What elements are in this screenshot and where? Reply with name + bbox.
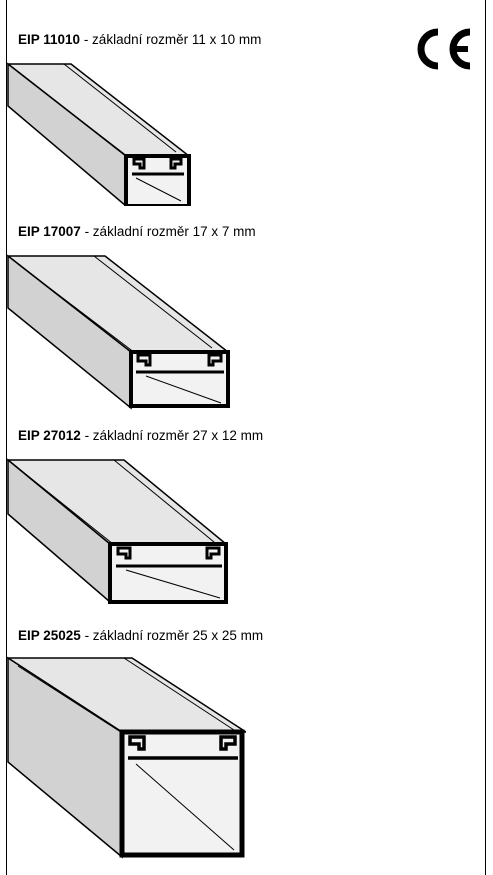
ce-mark-icon bbox=[417, 28, 471, 70]
product-description: - základní rozměr 25 x 25 mm bbox=[80, 628, 264, 643]
product-heading-1: EIP 11010 - základní rozměr 11 x 10 mm bbox=[18, 32, 261, 47]
product-code: EIP 27012 bbox=[18, 428, 81, 443]
cable-channel-27012-illustration bbox=[6, 458, 229, 604]
product-heading-3: EIP 27012 - základní rozměr 27 x 12 mm bbox=[18, 428, 263, 443]
product-heading-2: EIP 17007 - základní rozměr 17 x 7 mm bbox=[18, 224, 256, 239]
page-frame bbox=[6, 0, 486, 875]
product-description: - základní rozměr 11 x 10 mm bbox=[80, 32, 262, 47]
cable-channel-25025-illustration bbox=[6, 656, 246, 859]
product-description: - základní rozměr 27 x 12 mm bbox=[80, 428, 264, 443]
product-description: - základní rozměr 17 x 7 mm bbox=[80, 224, 256, 239]
product-code: EIP 17007 bbox=[18, 224, 81, 239]
cable-channel-17007-illustration bbox=[6, 254, 231, 410]
product-heading-4: EIP 25025 - základní rozměr 25 x 25 mm bbox=[18, 628, 263, 643]
product-code: EIP 11010 bbox=[18, 32, 81, 47]
cable-channel-11010-illustration bbox=[6, 62, 192, 206]
product-code: EIP 25025 bbox=[18, 628, 81, 643]
